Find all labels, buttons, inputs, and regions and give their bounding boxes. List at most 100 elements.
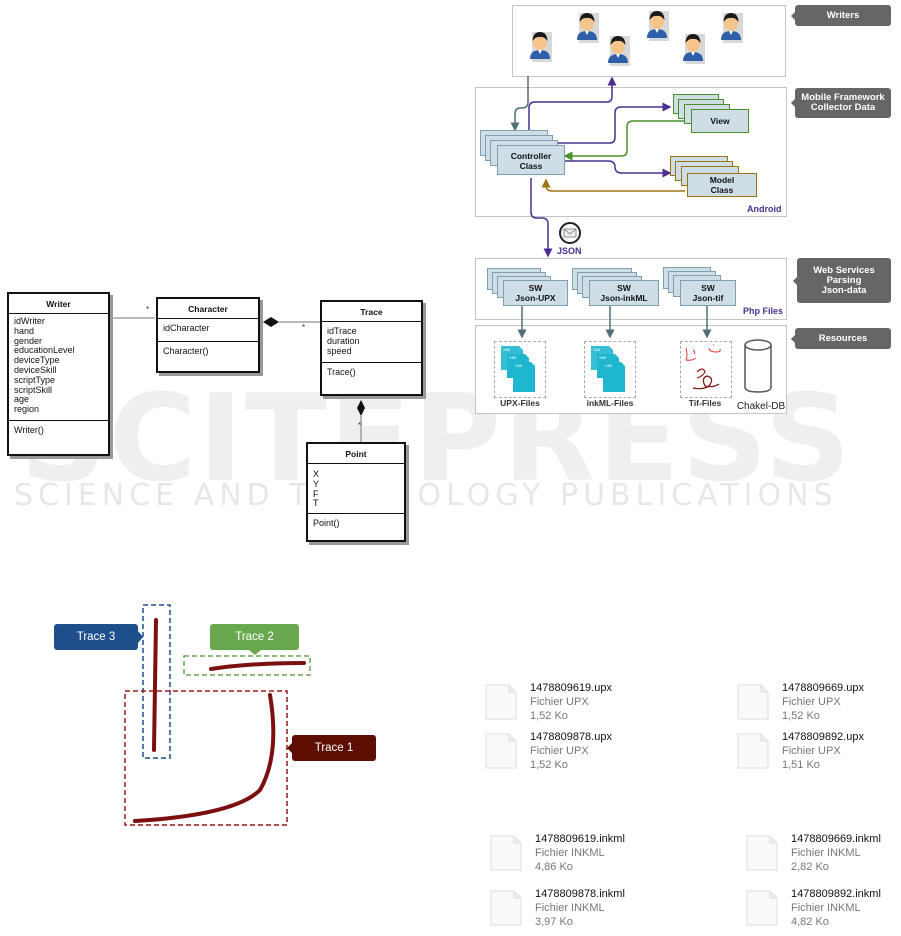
file-item-inkml[interactable]: 1478809619.inkml Fichier INKML 4,86 Ko: [490, 833, 690, 881]
file-name: 1478809619.inkml: [535, 833, 625, 845]
multiplicity-character-trace: *: [302, 323, 305, 332]
file-item-upx[interactable]: 1478809892.upx Fichier UPX 1,51 Ko: [737, 731, 901, 779]
arrow-writers-to-controller: [510, 76, 529, 132]
file-size: 1,52 Ko: [782, 710, 820, 722]
resource-label-tif: Tif-Files: [688, 398, 722, 408]
uml-class-writer: Writer idWriter hand gender educationLev…: [7, 292, 110, 456]
resource-label-db: Chakel-DB: [736, 401, 786, 412]
attribute: idTrace: [327, 326, 357, 336]
file-name: 1478809669.inkml: [791, 833, 881, 845]
svg-text:XMI: XMI: [515, 363, 522, 368]
file-item-upx[interactable]: 1478809878.upx Fichier UPX 1,52 Ko: [485, 731, 685, 779]
class-operations: Writer(): [9, 421, 108, 439]
attribute: speed: [327, 345, 352, 356]
trace1-callout: Trace 1: [292, 735, 376, 761]
trace1-stroke: [133, 693, 276, 823]
class-attributes: idWriter hand gender educationLevel devi…: [9, 314, 108, 421]
trace3-label: Trace 3: [76, 631, 116, 643]
file-icon: [485, 684, 517, 720]
file-type: Fichier INKML: [791, 902, 861, 914]
file-item-upx[interactable]: 1478809619.upx Fichier UPX 1,52 Ko: [485, 682, 685, 730]
file-size: 2,82 Ko: [791, 861, 829, 873]
operation: Trace(): [327, 367, 356, 377]
trace3-callout-pointer: [138, 631, 143, 643]
android-tag: Android: [747, 204, 782, 214]
attribute: duration: [327, 335, 360, 346]
file-size: 3,97 Ko: [535, 916, 573, 928]
model-line2: Class: [710, 185, 734, 195]
controller-line1: Controller: [510, 151, 552, 161]
mobile-label-line1: Mobile Framework: [801, 92, 885, 103]
user-avatar-icon: [721, 13, 743, 43]
file-type: Fichier UPX: [530, 696, 589, 708]
attribute: scriptType: [14, 374, 56, 385]
uml-class-character: Character idCharacter Character(): [156, 297, 260, 373]
service-label: SW Json-tif: [680, 280, 736, 306]
trace1-callout-pointer: [287, 742, 293, 754]
user-avatar-icon: [530, 32, 552, 62]
class-attributes: idCharacter: [158, 319, 258, 342]
composition-diamond-trace: [357, 400, 365, 416]
resources-label-text: Resources: [818, 332, 868, 344]
class-name: Writer: [9, 294, 108, 314]
service-label: SW Json-inkML: [589, 280, 659, 306]
attribute: deviceSkill: [14, 364, 57, 375]
writers-label: Writers: [791, 5, 891, 26]
arrow-view-to-controller: [563, 120, 698, 161]
arrow-controller-to-model: [565, 160, 672, 178]
file-type: Fichier UPX: [782, 745, 841, 757]
trace3-stroke: [152, 618, 158, 752]
file-size: 1,52 Ko: [530, 710, 568, 722]
user-avatar-icon: [647, 11, 669, 41]
web-services-line3: Json-data: [821, 284, 867, 296]
composition-diamond-character: [263, 317, 279, 327]
file-icon: [746, 835, 778, 871]
model-class-label: Model Class: [687, 173, 757, 197]
php-tag: Php Files: [743, 306, 784, 316]
svg-text:XMI: XMI: [605, 363, 612, 368]
svg-text:XMI: XMI: [509, 355, 516, 360]
arrow-controller-to-webservices: [530, 178, 553, 258]
file-type: Fichier UPX: [782, 696, 841, 708]
class-operations: Trace(): [322, 363, 421, 381]
mobile-label-line2: Collector Data: [810, 102, 876, 113]
attribute: X: [313, 469, 320, 479]
web-services-line2: Parsing: [826, 274, 862, 286]
attribute: idCharacter: [163, 323, 210, 333]
multiplicity-writer-character: *: [146, 305, 149, 314]
trace2-callout-pointer: [249, 650, 261, 655]
web-services-line1: Web Services: [813, 264, 875, 276]
class-attributes: X Y F T: [308, 464, 404, 514]
attribute: Y: [313, 478, 320, 489]
file-icon: [737, 733, 769, 769]
model-line1: Model: [709, 175, 735, 185]
file-name: 1478809669.upx: [782, 682, 864, 694]
uml-class-point: Point X Y F T Point(): [306, 442, 406, 542]
arrow-controller-to-view: [558, 102, 672, 144]
resources-label: Resources: [791, 328, 891, 349]
service-label: SW Json-UPX: [503, 280, 568, 306]
file-icon: [490, 835, 522, 871]
file-item-inkml[interactable]: 1478809878.inkml Fichier INKML 3,97 Ko: [490, 888, 690, 936]
file-size: 1,51 Ko: [782, 759, 820, 771]
attribute: age: [14, 394, 30, 405]
watermark-sub: SCIENCE AND TECHNOLOGY PUBLICATIONS: [14, 478, 838, 513]
tif-files-box: [680, 341, 732, 398]
envelope-icon: [559, 222, 581, 244]
attribute: hand: [14, 325, 35, 336]
trace2-stroke: [209, 661, 306, 671]
file-item-inkml[interactable]: 1478809669.inkml Fichier INKML 2,82 Ko: [746, 833, 901, 881]
file-name: 1478809619.upx: [530, 682, 612, 694]
arrow-model-to-controller: [541, 178, 685, 192]
file-item-upx[interactable]: 1478809669.upx Fichier UPX 1,52 Ko: [737, 682, 901, 730]
class-operations: Character(): [158, 342, 258, 360]
trace1-bounding-box: [124, 690, 288, 826]
arrow-controller-to-writers: [528, 76, 617, 132]
user-avatar-icon: [577, 13, 599, 43]
class-name: Trace: [322, 302, 421, 322]
file-item-inkml[interactable]: 1478809892.inkml Fichier INKML 4,82 Ko: [746, 888, 901, 936]
trace3-bounding-box: [142, 604, 171, 759]
trace2-label: Trace 2: [235, 631, 274, 643]
